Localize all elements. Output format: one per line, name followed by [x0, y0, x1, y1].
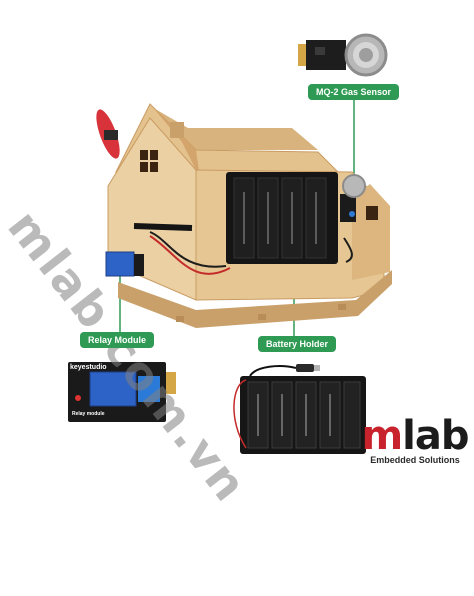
brand-lab: lab	[402, 413, 469, 459]
fan-blade	[96, 109, 120, 159]
gas-sensor-label: MQ-2 Gas Sensor	[308, 84, 400, 100]
relay-module-label: Relay Module	[80, 332, 155, 348]
relay-board-footer: Relay module	[72, 411, 105, 417]
relay-on-house	[105, 251, 144, 277]
battery-holder-label: Battery Holder	[258, 336, 337, 352]
relay-board-brand: keyestudio	[70, 364, 107, 371]
wooden-house	[107, 103, 392, 328]
wires	[133, 223, 353, 275]
battery-pack-on-house	[226, 172, 338, 264]
brand-tagline: Embedded Solutions	[370, 455, 460, 465]
gas-sensor-board	[298, 33, 388, 77]
relay-module-board	[68, 362, 176, 422]
gas-sensor-on-house	[340, 174, 366, 222]
battery-holder	[233, 364, 366, 454]
brand-logo: mlab Embedded Solutions	[360, 416, 470, 465]
brand-m: m	[361, 413, 403, 459]
product-scene	[68, 33, 392, 454]
